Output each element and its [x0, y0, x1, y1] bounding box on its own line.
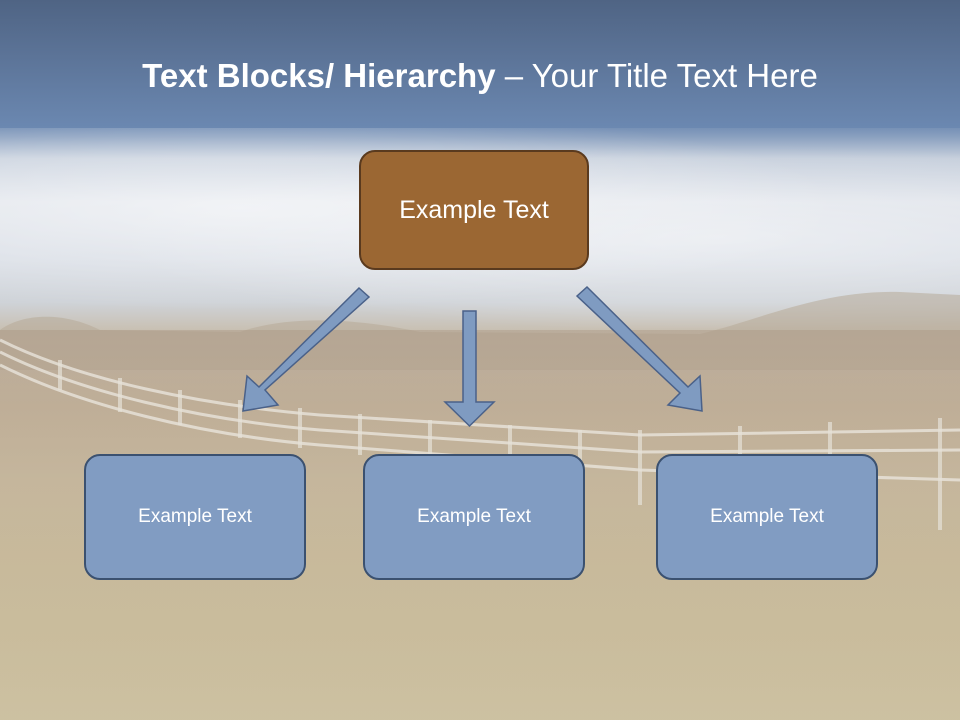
- title-separator: –: [495, 57, 532, 94]
- background-hills: [0, 291, 960, 370]
- child-text-block-2[interactable]: Example Text: [363, 454, 585, 580]
- arrow-left-icon: [242, 286, 371, 412]
- root-text-label: Example Text: [399, 195, 549, 224]
- arrow-right-icon: [575, 285, 703, 412]
- child-text-label-2: Example Text: [417, 506, 531, 527]
- root-text-block[interactable]: Example Text: [359, 150, 589, 270]
- arrow-center-icon: [443, 310, 496, 428]
- title-bold: Text Blocks/ Hierarchy: [142, 57, 496, 94]
- title-band: [0, 0, 960, 128]
- slide-title: Text Blocks/ Hierarchy – Your Title Text…: [0, 52, 960, 100]
- child-text-block-1[interactable]: Example Text: [84, 454, 306, 580]
- title-light: Your Title Text Here: [531, 57, 818, 94]
- child-text-label-1: Example Text: [138, 506, 252, 527]
- child-text-block-3[interactable]: Example Text: [656, 454, 878, 580]
- child-text-label-3: Example Text: [710, 506, 824, 527]
